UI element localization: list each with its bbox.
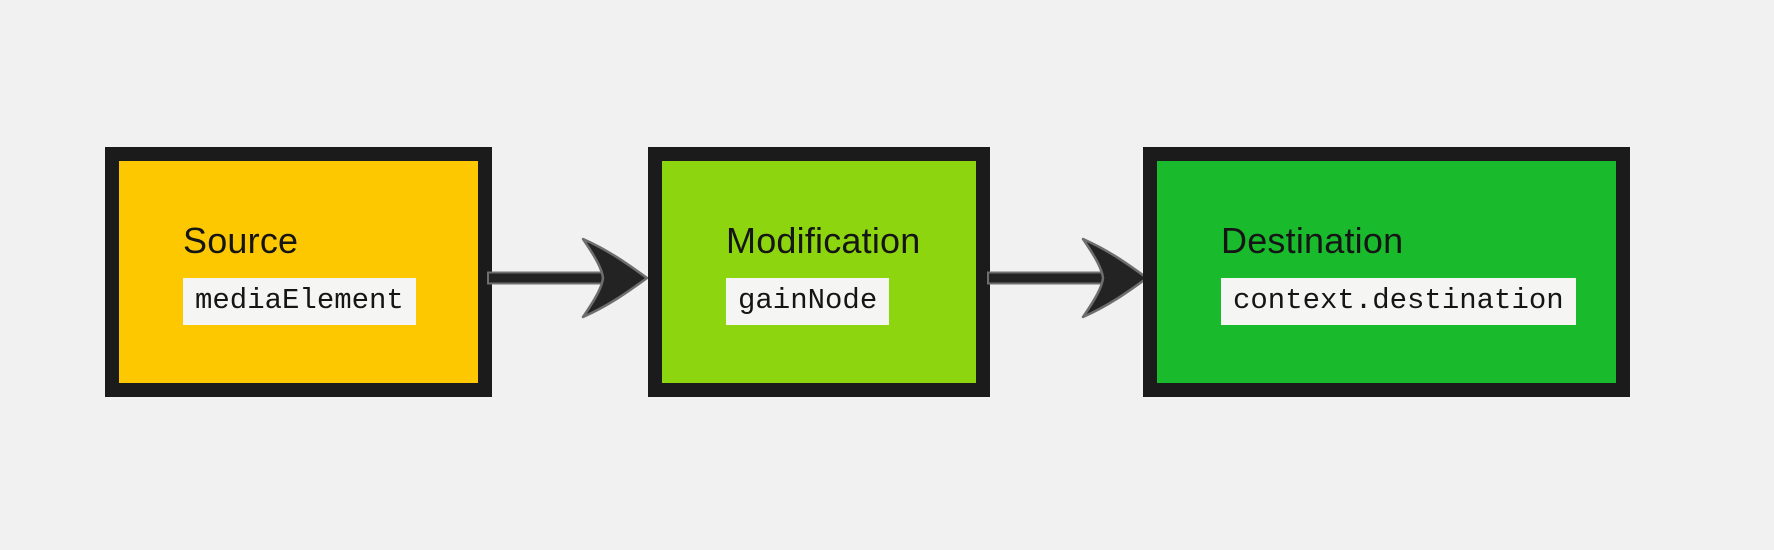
node-source: Source mediaElement [105,147,492,397]
node-destination-body: Destination context.destination [1157,161,1616,383]
node-source-title: Source [183,220,299,261]
node-modification-body: Modification gainNode [662,161,976,383]
node-source-body: Source mediaElement [119,161,478,383]
node-destination: Destination context.destination [1143,147,1630,397]
node-modification-title: Modification [726,220,921,261]
flow-arrow-icon [986,236,1150,320]
node-destination-title: Destination [1221,220,1404,261]
flow-arrow-icon [486,236,650,320]
node-destination-code-chip: context.destination [1221,278,1576,325]
node-modification-code-chip: gainNode [726,278,890,325]
node-modification: Modification gainNode [648,147,990,397]
node-source-code-chip: mediaElement [183,278,416,325]
